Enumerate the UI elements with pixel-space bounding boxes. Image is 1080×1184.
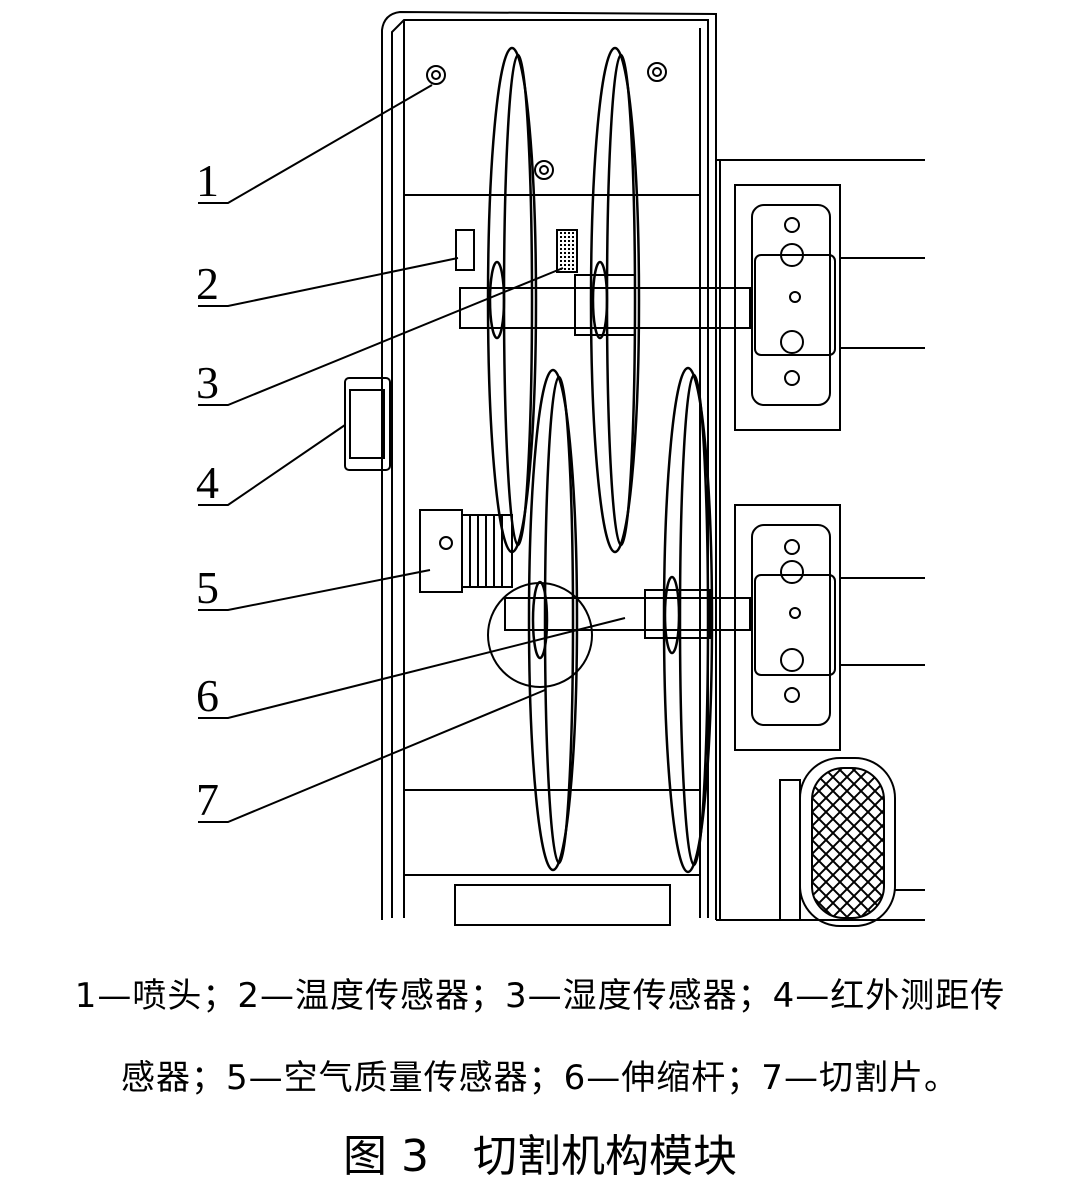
part-labels: 1 2 3 4 5 6 7: [196, 155, 219, 825]
label-4: 4: [196, 457, 219, 508]
air-quality-sensor: [419, 509, 513, 593]
label-6: 6: [196, 670, 219, 721]
temperature-sensor: [455, 229, 475, 271]
telescopic-rod: [504, 589, 751, 639]
legend-line-1: 1—喷头；2—温度传感器；3—湿度传感器；4—红外测距传: [74, 976, 1006, 1016]
label-3: 3: [196, 357, 219, 408]
label-2: 2: [196, 258, 219, 309]
label-1: 1: [196, 155, 219, 206]
figure-title: 图 3 切割机构模块: [343, 1131, 737, 1182]
leader-lines: [198, 84, 626, 823]
cutting-blades: [486, 46, 714, 874]
lower-bracket: [734, 504, 925, 751]
humidity-sensor: [556, 229, 578, 273]
wheel: [779, 757, 925, 927]
upper-bracket: [734, 184, 925, 431]
label-5: 5: [196, 562, 219, 613]
nozzles: [426, 62, 667, 180]
label-7: 7: [196, 774, 219, 825]
cutting-mechanism-diagram: 1 2 3 4 5 6 7: [196, 10, 925, 927]
infrared-sensor: [344, 377, 391, 471]
legend-line-2: 感器；5—空气质量传感器；6—伸缩杆；7—切割片。: [121, 1058, 959, 1098]
